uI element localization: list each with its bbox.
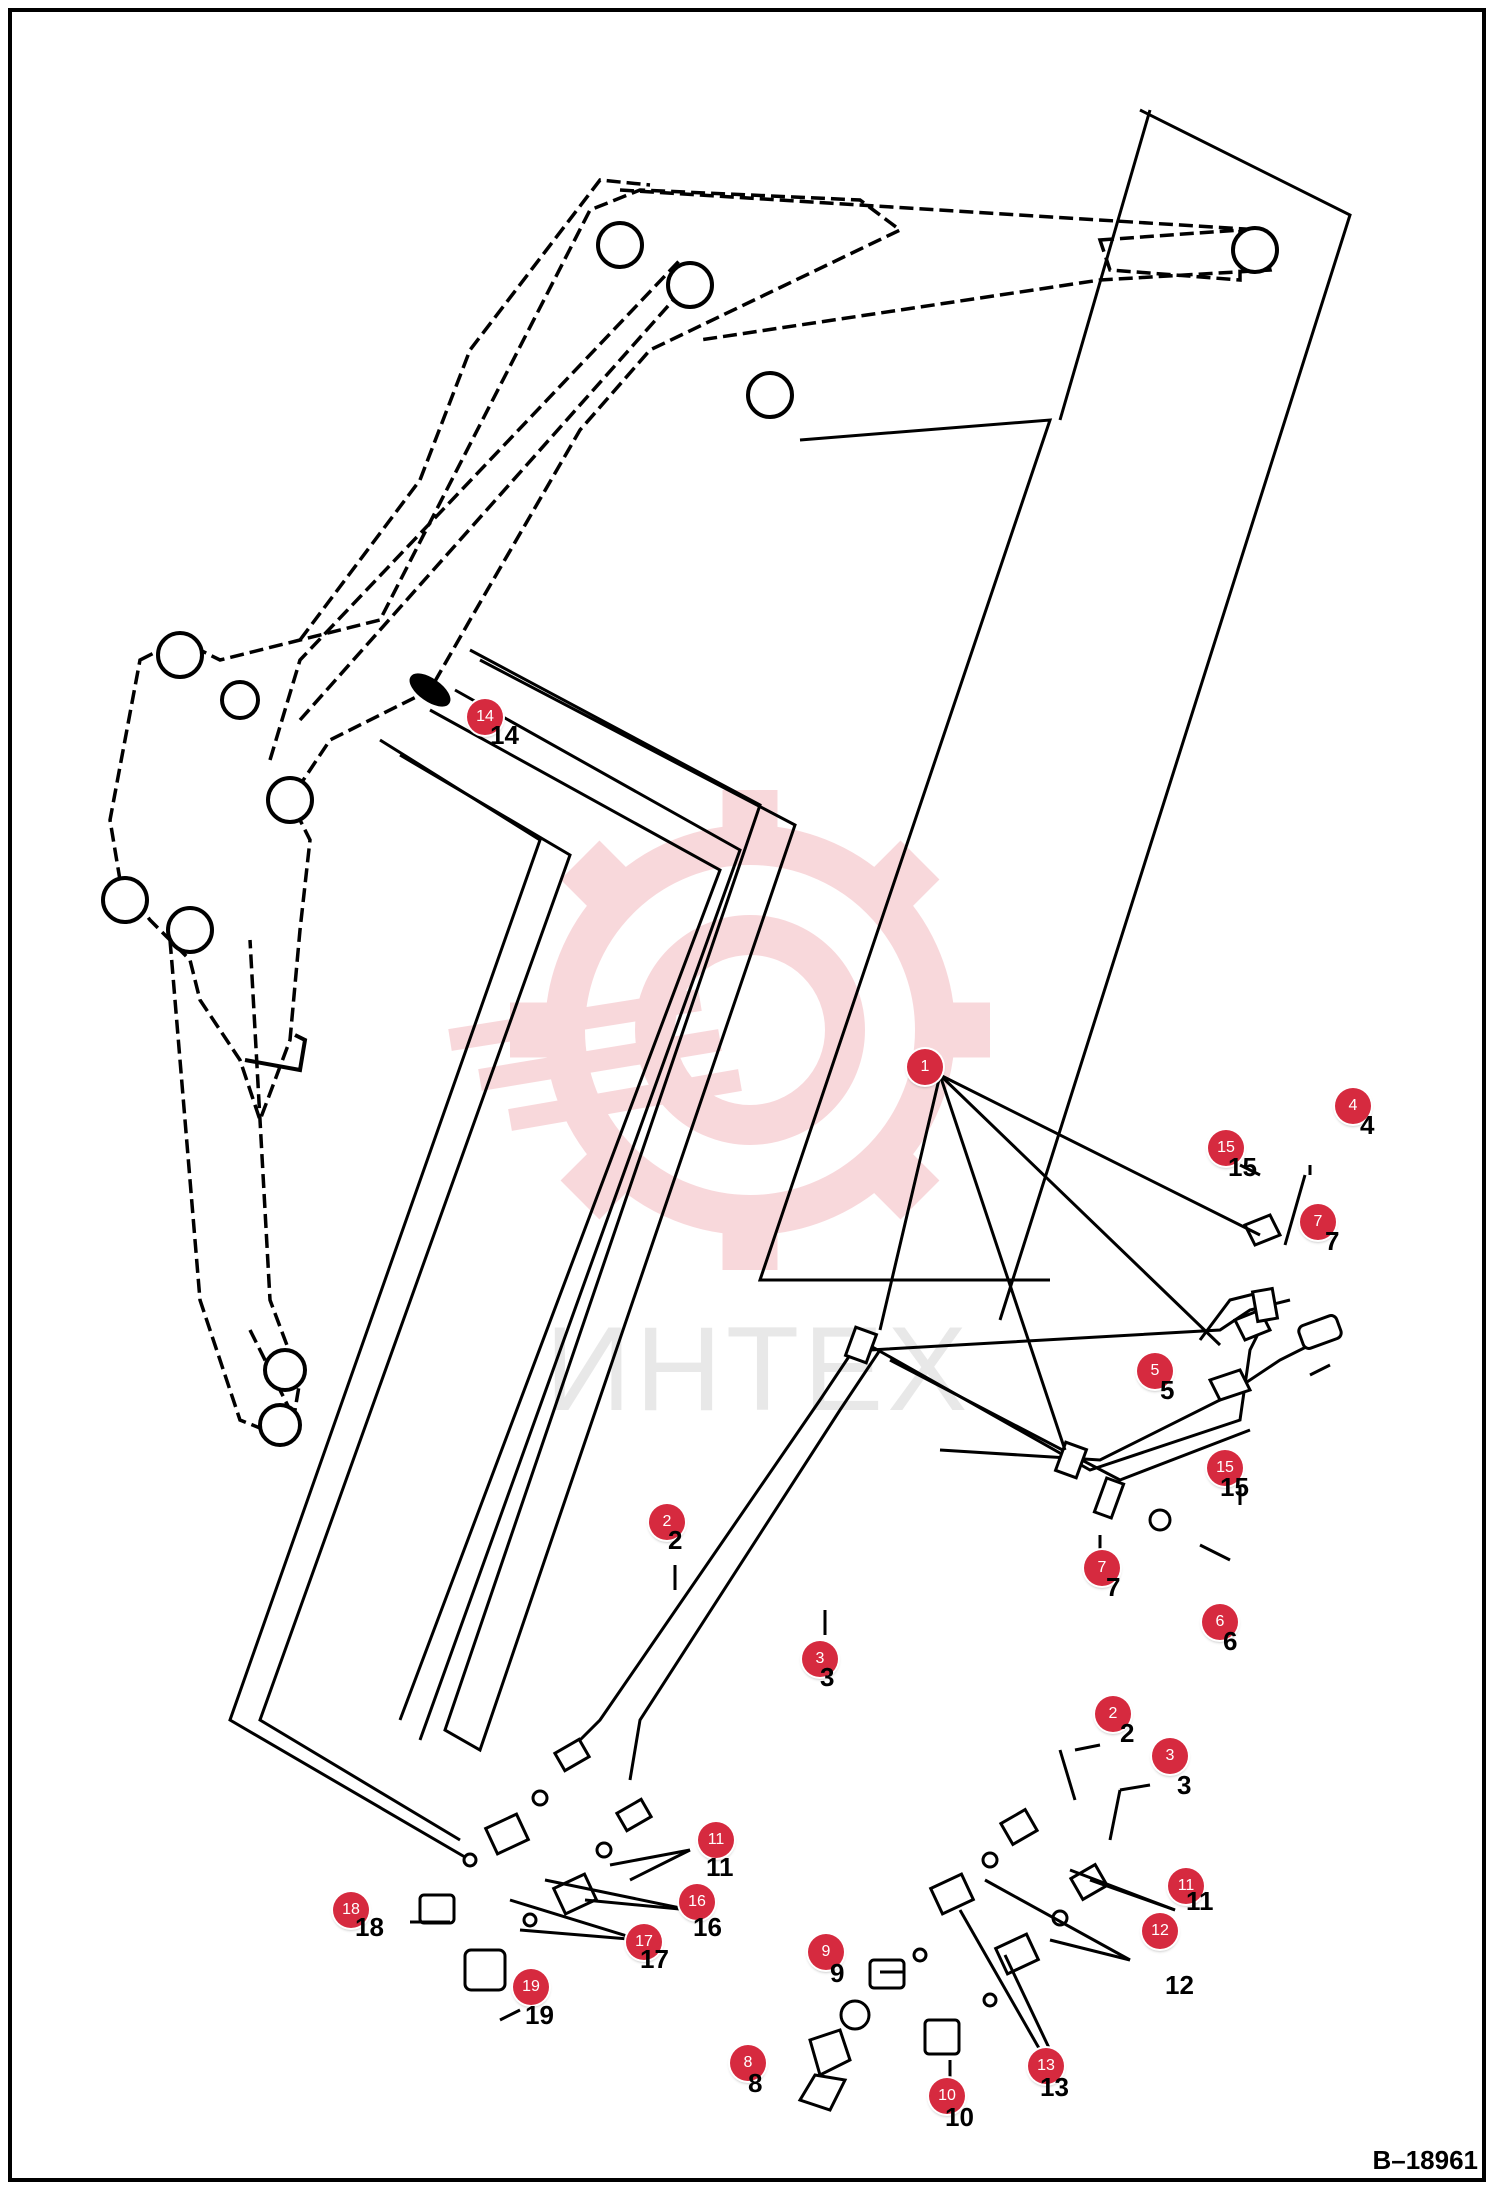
label-11-left: 11 (706, 1852, 734, 1882)
label-7-top: 7 (1325, 1226, 1340, 1256)
hydraulic-tubes (228, 648, 797, 1862)
label-19: 19 (525, 2000, 554, 2030)
drawing-number: B–18961 (1372, 2145, 1478, 2175)
label-5: 5 (1160, 1375, 1175, 1405)
label-2-top: 2 (668, 1525, 683, 1555)
label-11-right: 11 (1186, 1886, 1214, 1916)
label-15-mid: 15 (1220, 1472, 1249, 1502)
callout-1[interactable]: 1 (907, 1049, 943, 1085)
callout-13[interactable]: 13 (1028, 2048, 1064, 2084)
fittings-right (797, 1749, 1122, 2112)
callout-12[interactable]: 12 (1142, 1913, 1178, 1949)
label-6: 6 (1223, 1626, 1238, 1656)
callout-19[interactable]: 19 (513, 1969, 549, 2005)
pivot-pins (101, 221, 1279, 1447)
callout-5[interactable]: 5 (1137, 1353, 1173, 1389)
callout-2-top[interactable]: 2 (649, 1504, 685, 1540)
label-9: 9 (830, 1958, 845, 1988)
callout-11-right[interactable]: 11 (1168, 1868, 1204, 1904)
label-3-detail: 3 (1177, 1770, 1192, 1800)
label-10: 10 (945, 2102, 974, 2132)
callout-4[interactable]: 4 (1335, 1088, 1371, 1124)
fitting-leaders (410, 1163, 1331, 2080)
callout-2-detail[interactable]: 2 (1095, 1696, 1131, 1732)
drawing-border (8, 8, 1486, 2182)
label-16: 16 (693, 1912, 722, 1942)
callout-3-detail[interactable]: 3 (1152, 1738, 1188, 1774)
fittings-left (418, 1737, 654, 1992)
callout-10[interactable]: 10 (929, 2078, 965, 2114)
callout-18[interactable]: 18 (333, 1892, 369, 1928)
leaders-callout-1 (878, 1073, 1261, 1451)
label-4: 4 (1360, 1110, 1375, 1140)
label-12: 12 (1165, 1970, 1194, 2000)
pin-14 (409, 673, 451, 707)
clamp-parts (843, 1213, 1343, 1532)
callout-17[interactable]: 17 (626, 1924, 662, 1960)
label-18: 18 (355, 1912, 384, 1942)
callout-6[interactable]: 6 (1202, 1604, 1238, 1640)
callout-14[interactable]: 14 (467, 699, 503, 735)
label-2-detail: 2 (1120, 1718, 1135, 1748)
watermark-text: ИНТЕХ (545, 1302, 972, 1436)
label-3-top: 3 (820, 1662, 835, 1692)
small-handle (244, 1033, 308, 1073)
label-15-top: 15 (1228, 1152, 1257, 1182)
label-17: 17 (640, 1944, 669, 1974)
label-13: 13 (1040, 2072, 1069, 2102)
callout-15-top[interactable]: 15 (1208, 1130, 1244, 1166)
callout-7-mid[interactable]: 7 (1084, 1550, 1120, 1586)
callout-15-mid[interactable]: 15 (1207, 1450, 1243, 1486)
label-7-mid: 7 (1106, 1572, 1121, 1602)
callout-7-top[interactable]: 7 (1300, 1204, 1336, 1240)
bolts (1199, 1165, 1312, 1562)
callout-9[interactable]: 9 (808, 1934, 844, 1970)
callout-11-left[interactable]: 11 (698, 1822, 734, 1858)
label-8: 8 (748, 2068, 763, 2098)
callout-8[interactable]: 8 (730, 2045, 766, 2081)
detail-leader-lines (757, 108, 1352, 1321)
watermark-gear-icon (448, 790, 990, 1270)
callout-16[interactable]: 16 (679, 1884, 715, 1920)
callout-3-top[interactable]: 3 (802, 1641, 838, 1677)
label-14: 14 (490, 720, 519, 750)
